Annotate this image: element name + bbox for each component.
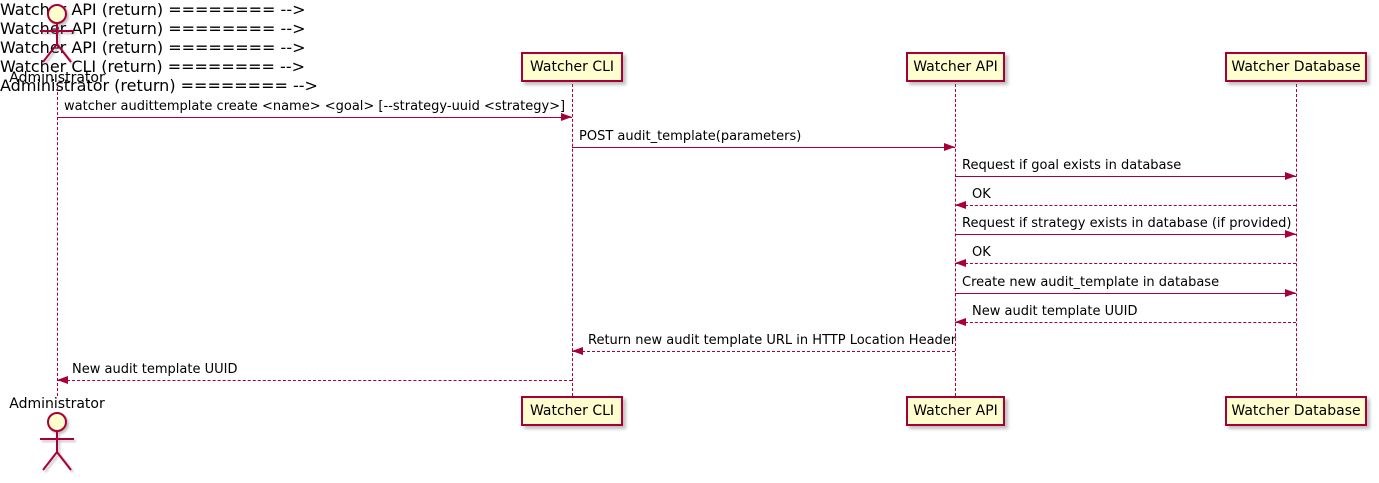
message-1-label: watcher audittemplate create <name> <goa…	[64, 99, 566, 114]
message-6-label: OK	[972, 245, 991, 260]
message-8-label: New audit template UUID	[972, 304, 1138, 319]
message-2-label: POST audit_template(parameters)	[579, 129, 802, 144]
message-8-arrow	[955, 317, 1296, 326]
participant-watcher-database-bottom: Watcher Database	[1225, 396, 1367, 426]
arrowhead-right-icon	[1285, 288, 1296, 297]
arrowhead-left-icon	[572, 346, 583, 355]
actor-administrator-label: Administrator	[9, 70, 105, 86]
message-6-arrow	[955, 258, 1296, 267]
arrowhead-left-icon	[955, 258, 966, 267]
message-7-arrow	[955, 288, 1296, 297]
message-7-label: Create new audit_template in database	[962, 275, 1220, 290]
arrowhead-right-icon	[561, 112, 572, 121]
message-3-label: Request if goal exists in database	[962, 158, 1182, 173]
lifeline-watcher-api	[955, 84, 956, 396]
participant-watcher-cli-bottom: Watcher CLI	[521, 396, 623, 426]
message-10-arrow	[57, 375, 572, 384]
message-9-label: Return new audit template URL in HTTP Lo…	[588, 333, 957, 348]
person-icon	[40, 4, 74, 63]
message-5-arrow	[955, 229, 1296, 238]
message-5-label: Request if strategy exists in database (…	[962, 216, 1292, 231]
arrowhead-left-icon	[955, 317, 966, 326]
participant-watcher-api-bottom: Watcher API	[906, 396, 1005, 426]
arrowhead-left-icon	[57, 375, 68, 384]
message-4-arrow	[955, 200, 1296, 209]
lifeline-administrator	[57, 87, 58, 396]
participant-watcher-database-top: Watcher Database	[1225, 52, 1367, 82]
message-9-arrow	[572, 346, 955, 355]
lifeline-watcher-database	[1296, 84, 1297, 396]
participant-watcher-cli-top: Watcher CLI	[521, 52, 623, 82]
message-2-arrow	[572, 142, 955, 151]
message-4-label: OK	[972, 187, 991, 202]
actor-administrator-label: Administrator	[9, 396, 105, 412]
actor-administrator-bottom: Administrator	[0, 396, 114, 478]
arrowhead-right-icon	[1285, 229, 1296, 238]
arrowhead-right-icon	[1285, 171, 1296, 180]
message-1-arrow	[57, 112, 572, 121]
arrowhead-left-icon	[955, 200, 966, 209]
arrowhead-right-icon	[944, 142, 955, 151]
lifeline-watcher-cli	[572, 84, 573, 396]
message-10-label: New audit template UUID	[72, 362, 238, 377]
actor-administrator-top: Administrator	[0, 4, 114, 86]
participant-watcher-api-top: Watcher API	[906, 52, 1005, 82]
message-3-arrow	[955, 171, 1296, 180]
person-icon	[40, 412, 74, 471]
